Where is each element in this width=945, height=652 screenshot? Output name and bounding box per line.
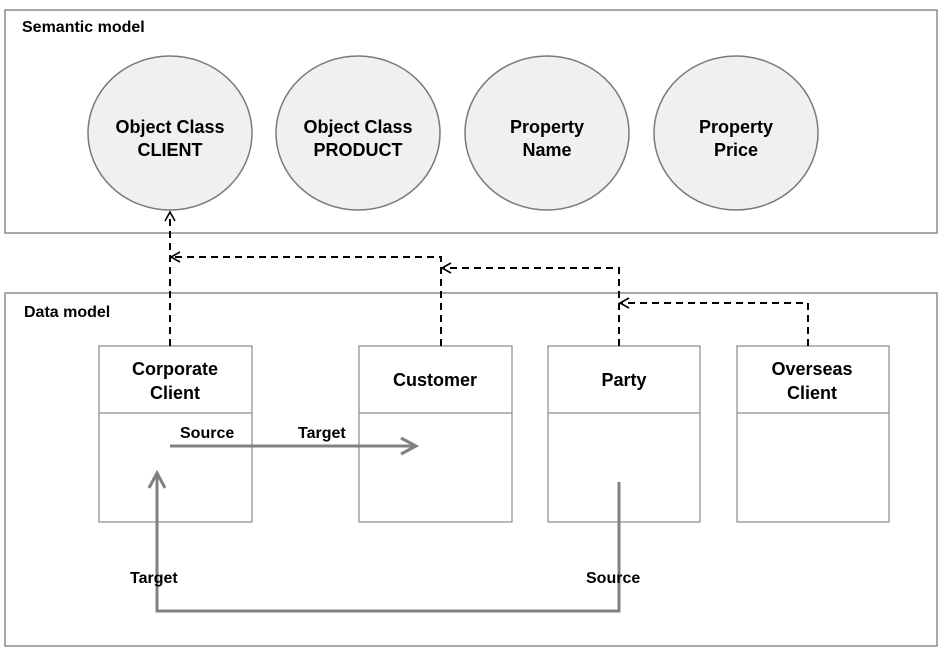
concept-line1: Object Class (303, 117, 412, 137)
entity-customer: Customer (358, 345, 513, 523)
relationship-arrow-outer (157, 473, 621, 613)
entity-line1: Customer (393, 370, 477, 390)
concept-property-name: Property Name (464, 55, 630, 211)
relationship-label-source-outer: Source (586, 570, 640, 587)
relationship-label-target-outer: Target (130, 570, 178, 587)
concept-line1: Property (699, 117, 773, 137)
entity-overseas-client: Overseas Client (736, 345, 890, 523)
entity-party: Party (547, 345, 701, 523)
concept-object-class-product: Object Class PRODUCT (275, 55, 441, 211)
mapping-party-to-customer-link (440, 262, 620, 346)
entity-line2: Client (787, 383, 837, 403)
concept-line2: PRODUCT (314, 140, 403, 160)
entity-line2: Client (150, 383, 200, 403)
data-model-title: Data model (24, 304, 110, 321)
mapping-overseas-to-party-link (618, 297, 809, 346)
relationship-label-source-inner: Source (180, 425, 234, 442)
mapping-customer-to-corporate-link (169, 251, 442, 346)
entity-line1: Party (601, 370, 646, 390)
semantic-model-title: Semantic model (22, 19, 145, 36)
concept-line2: CLIENT (138, 140, 203, 160)
concept-line1: Property (510, 117, 584, 137)
entity-corporate-client: Corporate Client (98, 345, 253, 523)
dashed-mapping-arrows (164, 210, 809, 346)
concept-property-price: Property Price (653, 55, 819, 211)
concept-line1: Object Class (115, 117, 224, 137)
entity-line1: Overseas (771, 359, 852, 379)
concept-line2: Price (714, 140, 758, 160)
concept-object-class-client: Object Class CLIENT (87, 55, 253, 211)
entity-line1: Corporate (132, 359, 218, 379)
concept-line2: Name (522, 140, 571, 160)
relationship-label-target-inner: Target (298, 425, 346, 442)
